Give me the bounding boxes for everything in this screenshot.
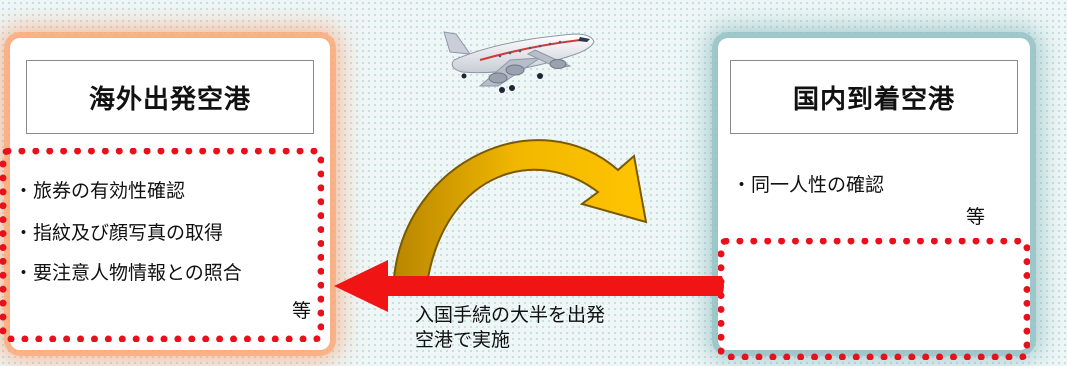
check-item-passport: ・旅券の有効性確認 (14, 180, 186, 202)
arrival-airport-title: 国内到着空港 (730, 60, 1018, 134)
departure-airport-title: 海外出発空港 (26, 60, 314, 134)
airplane-icon (443, 31, 595, 93)
departure-airport-panel: 海外出発空港 ・旅券の有効性確認 ・指紋及び顔写真の取得 ・要注意人物情報との照… (0, 38, 330, 350)
check-item-watchlist: ・要注意人物情報との照合 (14, 262, 242, 284)
departure-checks-box (0, 148, 324, 342)
departure-etc-label: 等 (292, 300, 312, 322)
caption-line-2: 空港で実施 (415, 329, 511, 351)
curved-arrow-icon (392, 139, 648, 279)
arrival-airport-panel: 国内到着空港 ・同一人性の確認 等 (718, 38, 1030, 360)
arrival-empty-box (718, 238, 1030, 360)
check-item-identity: ・同一人性の確認 (732, 174, 885, 196)
check-item-biometrics: ・指紋及び顔写真の取得 (14, 222, 224, 244)
arrival-etc-label: 等 (966, 206, 986, 228)
caption-line-1: 入国手続の大半を出発 (415, 304, 606, 326)
left-arrow-icon (334, 260, 724, 312)
caption-text: 入国手続の大半を出発 空港で実施 (415, 303, 605, 353)
